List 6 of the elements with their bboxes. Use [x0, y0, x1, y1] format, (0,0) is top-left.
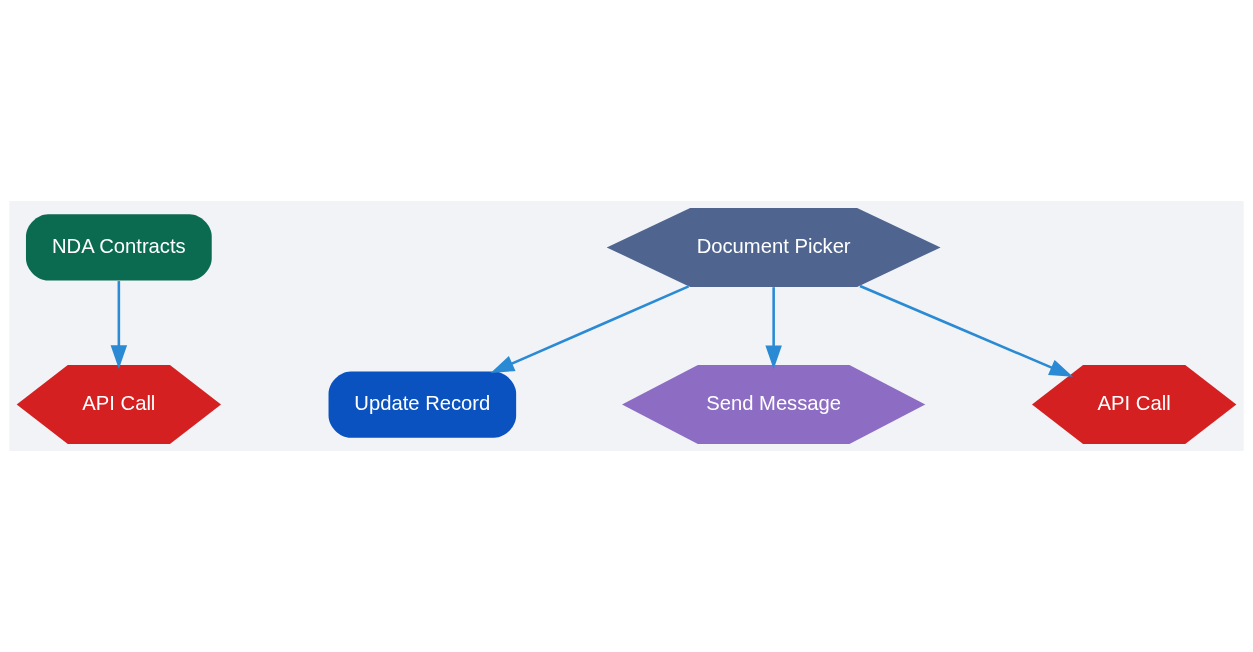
- arrow: [859, 284, 1073, 377]
- arrow: [110, 281, 128, 369]
- node-box: Update Record: [328, 371, 517, 438]
- arrow: [490, 285, 690, 373]
- arrow: [765, 287, 782, 370]
- node-box: NDA Contracts: [25, 214, 212, 281]
